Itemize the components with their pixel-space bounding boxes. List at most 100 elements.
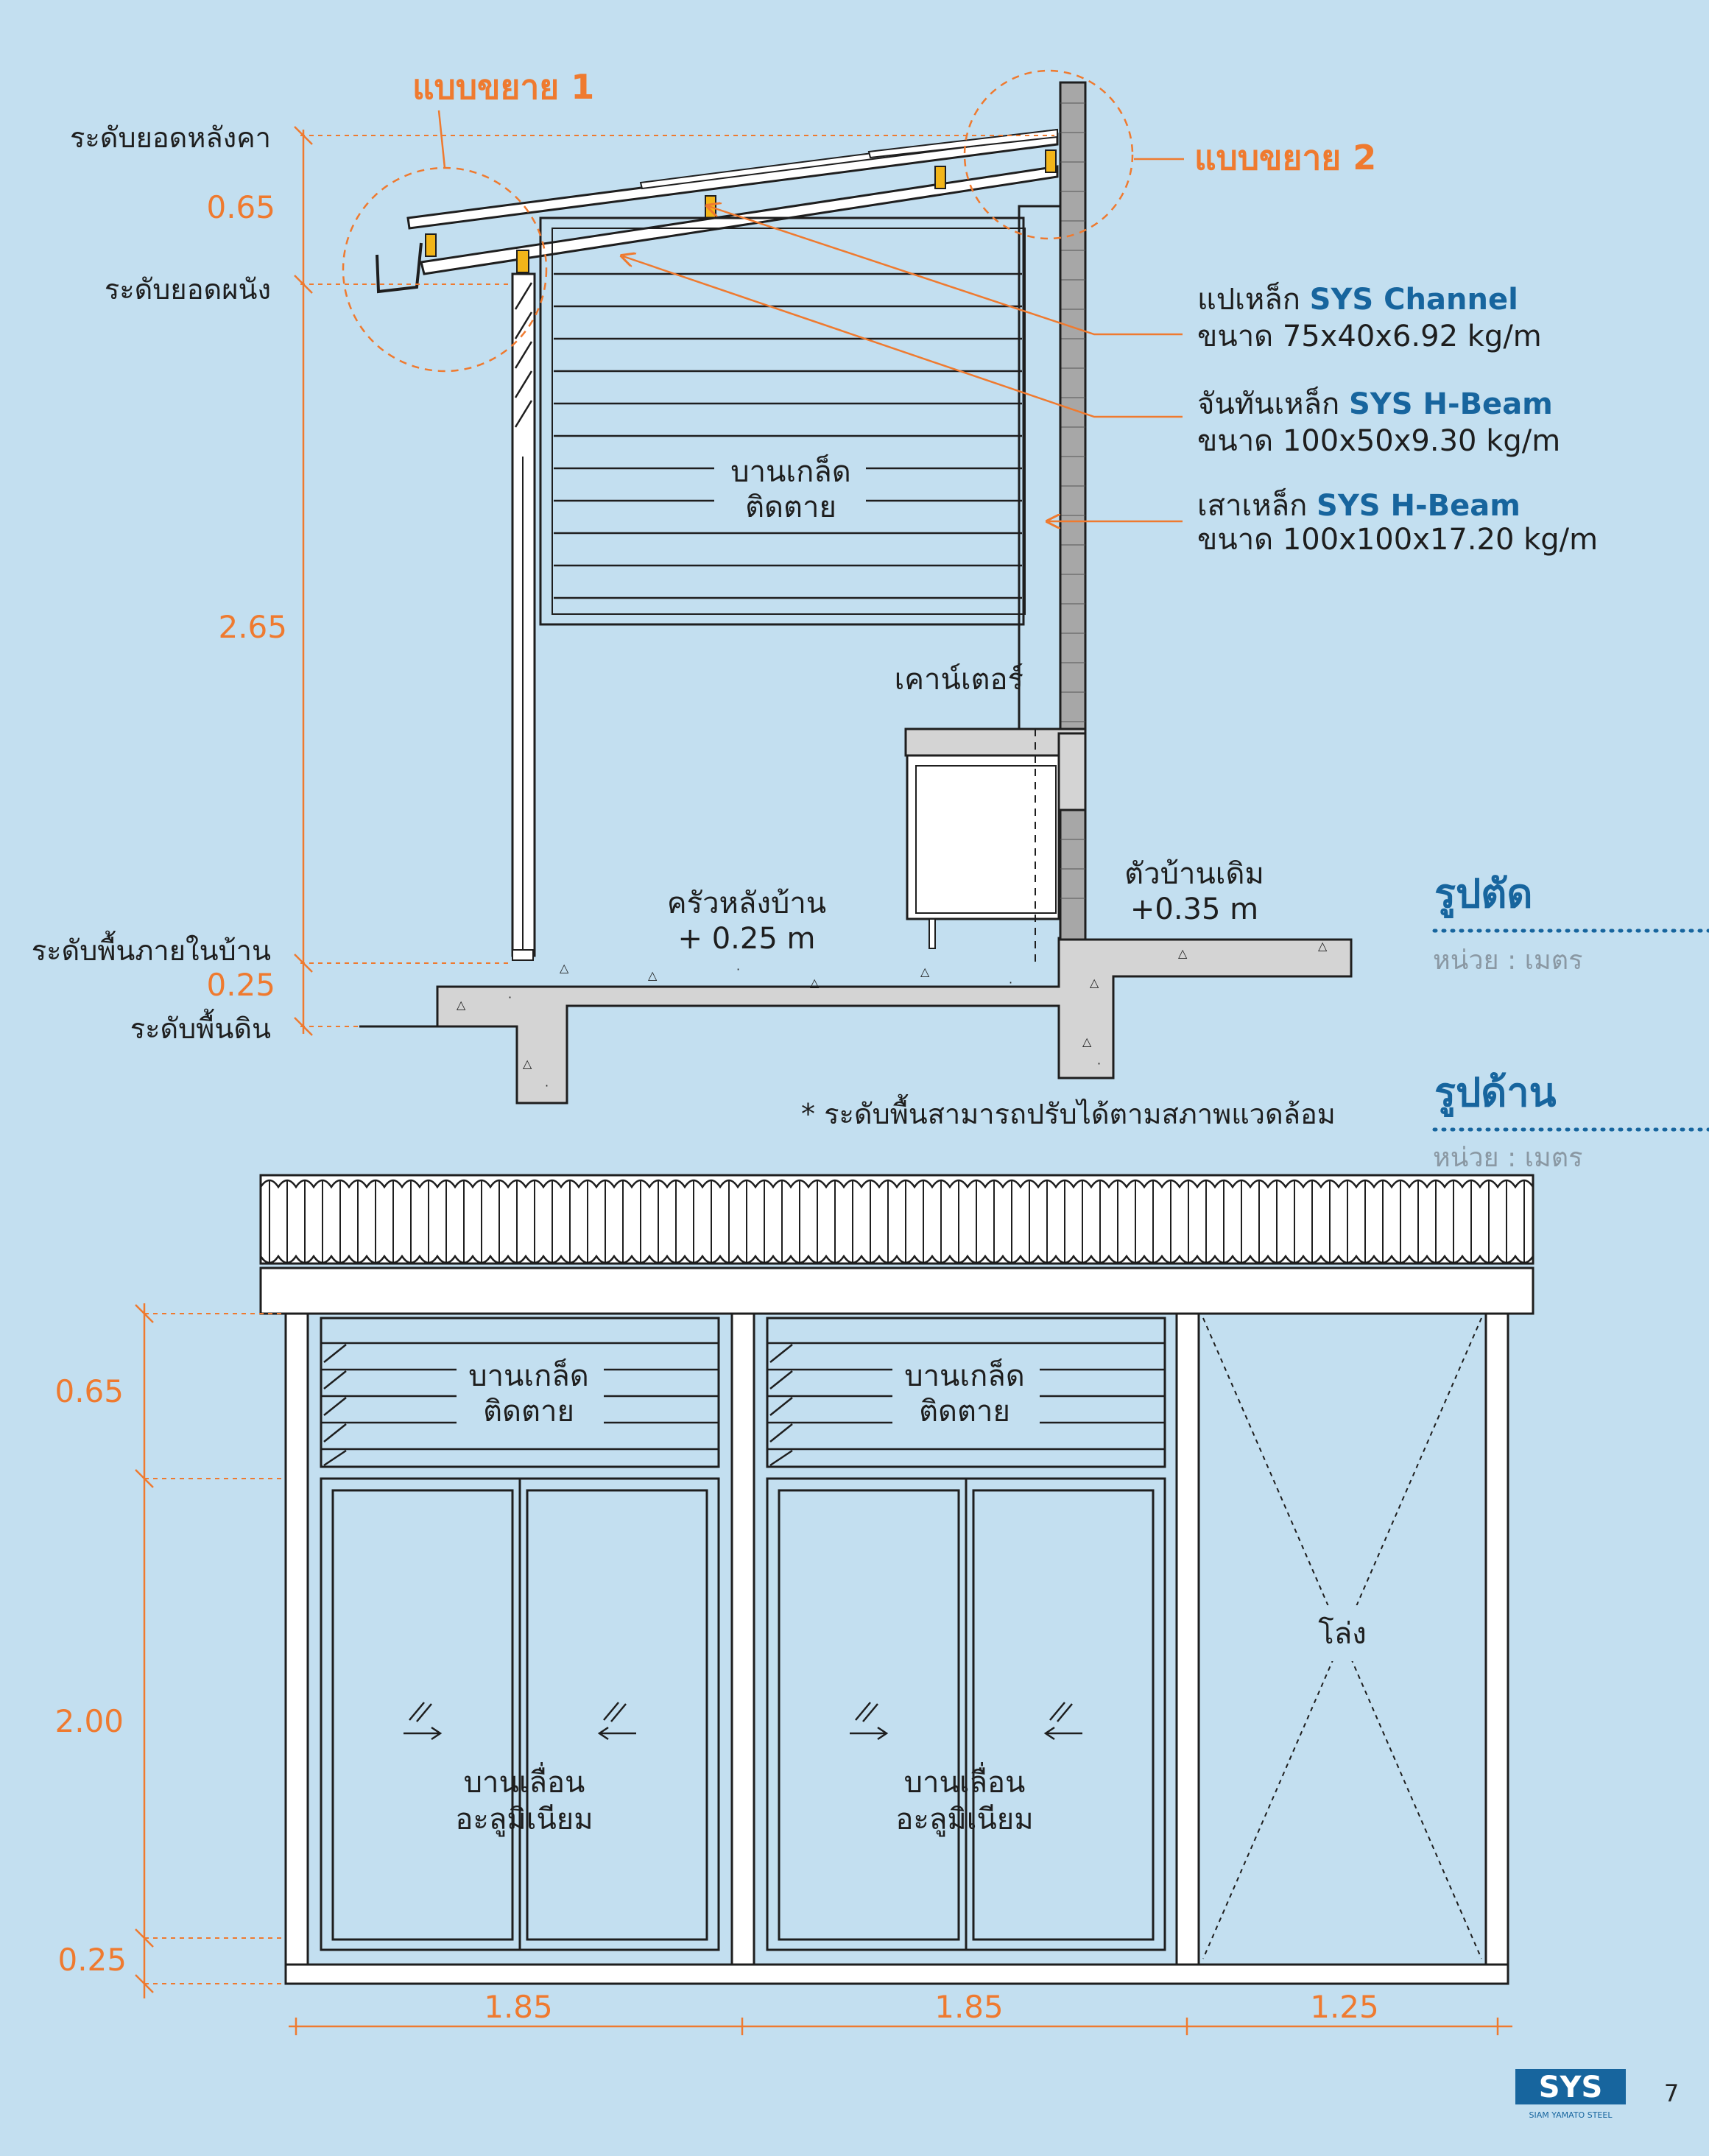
section-view: △·△ △·△ △·△ △△△ ·△· △·△ <box>32 67 1709 1130</box>
louver-window-inner <box>552 228 1026 615</box>
corrugated-roof <box>259 1174 1534 1265</box>
member-brand: SYS H-Beam <box>1349 387 1553 421</box>
svg-text:·: · <box>508 990 512 1004</box>
elevation-title: รูปด้าน <box>1434 1069 1557 1117</box>
elevation-view: รูปด้าน หน่วย : เมตร บานเกล็ด ติดตาย <box>54 1069 1709 2035</box>
svg-text:△: △ <box>810 976 820 990</box>
member-label-rafter: จันทันเหล็ก SYS H-Beam ขนาด 100x50x9.30 … <box>1197 386 1560 458</box>
page-number: 7 <box>1664 2079 1679 2107</box>
concrete-slab <box>436 937 1353 1105</box>
roof-wave-bottom <box>259 1254 1534 1264</box>
section-dim-ticks <box>294 126 313 1036</box>
louver-label-bay-1-line-1: บานเกล็ด <box>468 1358 589 1393</box>
dim-plinth: 0.25 <box>206 967 275 1003</box>
callout-1-leader <box>437 110 446 169</box>
elevation-hdim-ticks <box>295 2018 1499 2035</box>
hdim-bay-1: 1.85 <box>484 1989 553 2025</box>
detail-circle-2 <box>963 69 1134 240</box>
wall-top-level-label: ระดับยอดผนัง <box>105 273 271 306</box>
fascia-board <box>259 1267 1534 1315</box>
elevation-vdim-guides <box>144 1313 286 1984</box>
sliding-panel-bay-1-left <box>331 1489 514 1941</box>
member-label-channel-title: แปเหล็ก SYS Channel <box>1197 281 1518 317</box>
svg-text:·: · <box>1009 976 1012 990</box>
roof-upper-flashing <box>867 128 1058 159</box>
svg-text:·: · <box>545 1079 549 1093</box>
svg-text:·: · <box>1097 1057 1101 1071</box>
post-1 <box>284 1312 309 1966</box>
elevation-vdim-ticks <box>135 1304 154 1993</box>
ground-level-label: ระดับพื้นดิน <box>130 1008 271 1045</box>
sill-block <box>512 949 534 961</box>
vdim-top: 0.65 <box>54 1373 124 1409</box>
sys-logo-text: SYS <box>1539 2071 1603 2104</box>
member-prefix: แปเหล็ก <box>1197 281 1310 317</box>
sliding-label-bay-2-line-1: บานเลื่อน <box>904 1762 1026 1800</box>
counter-door <box>915 765 1057 914</box>
member-label-column-title: เสาเหล็ก SYS H-Beam <box>1197 487 1521 523</box>
callout-1-label: แบบขยาย 1 <box>412 67 594 107</box>
open-bay-label: โล่ง <box>1318 1617 1367 1651</box>
louver-label-mask-bay-2 <box>892 1355 1040 1434</box>
section-title: รูปตัด <box>1434 870 1532 918</box>
counter-label: เคาน์เตอร์ <box>895 663 1023 697</box>
member-brand: SYS Channel <box>1310 283 1518 317</box>
post-4 <box>1484 1312 1509 1966</box>
louver-blades <box>554 272 1022 599</box>
dim-wall: 2.65 <box>218 609 287 645</box>
purlin-3 <box>934 166 946 189</box>
rafter <box>420 165 1059 275</box>
member-size: ขนาด 100x100x17.20 kg/m <box>1197 523 1598 557</box>
vdim-base: 0.25 <box>57 1942 127 1978</box>
purlin-1 <box>425 233 437 257</box>
sliding-panel-bay-2-right <box>972 1489 1155 1941</box>
arrow-left-icon <box>1043 1726 1082 1741</box>
sliding-arrows-bay-1 <box>404 1702 636 1741</box>
hdim-bay-3: 1.25 <box>1310 1989 1379 2025</box>
louver-label-mask-bay-1 <box>457 1355 604 1434</box>
member-size: ขนาด 75x40x6.92 kg/m <box>1197 320 1542 353</box>
svg-text:△: △ <box>648 968 658 982</box>
louver-label-mask <box>714 451 866 529</box>
glass-icon <box>603 1702 627 1722</box>
open-bay-diagonal-2 <box>1202 1317 1482 1959</box>
louver-window-bay-2 <box>766 1317 1166 1468</box>
sliding-label-bay-2-line-2: อะลูมิเนียม <box>895 1803 1033 1836</box>
open-bay-diagonal-1 <box>1202 1317 1482 1959</box>
sliding-panel-bay-2-left <box>778 1489 960 1941</box>
arrow-right-icon <box>850 1726 889 1741</box>
svg-text:△: △ <box>560 961 569 975</box>
house-label-2: +0.35 m <box>1130 892 1258 926</box>
glass-icon <box>409 1702 432 1722</box>
rafter-leader <box>623 256 1183 418</box>
floor-level-label: ระดับพื้นภายในบ้าน <box>32 930 271 967</box>
glass-icon <box>855 1702 878 1722</box>
purlin-4 <box>1045 149 1057 173</box>
kitchen-label-2: + 0.25 m <box>678 922 816 956</box>
house-label-1: ตัวบ้านเดิม <box>1124 857 1264 891</box>
dim-roof: 0.65 <box>206 189 275 225</box>
louver-label-bay-2-line-1: บานเกล็ด <box>904 1358 1025 1393</box>
front-louvers <box>514 282 533 428</box>
sys-logo: SYS SIAM YAMATO STEEL <box>1515 2069 1626 2120</box>
sliding-panel-bay-1-right <box>526 1489 708 1941</box>
louver-window-section <box>539 216 1025 626</box>
counter-body <box>906 754 1060 920</box>
gutter <box>376 242 423 294</box>
svg-text:△: △ <box>1178 946 1188 960</box>
louver-section-label-2: ติดตาย <box>745 490 836 524</box>
svg-text:△: △ <box>1318 939 1328 953</box>
member-label-channel: แปเหล็ก SYS Channel ขนาด 75x40x6.92 kg/m <box>1197 281 1542 353</box>
sliding-arrows-bay-2 <box>850 1702 1082 1741</box>
base-beam <box>284 1963 1509 1985</box>
louver-label-bay-1-line-2: ติดตาย <box>483 1395 574 1428</box>
channel-leader <box>708 206 1183 336</box>
sliding-label-bay-1-line-2: อะลูมิเนียม <box>455 1803 593 1836</box>
vdim-mid: 2.00 <box>54 1703 124 1739</box>
open-label-mask <box>1305 1605 1378 1661</box>
member-size: ขนาด 100x50x9.30 kg/m <box>1197 424 1560 458</box>
svg-text:△: △ <box>920 965 930 979</box>
elevation-unit: หน่วย : เมตร <box>1433 1143 1582 1173</box>
svg-text:△: △ <box>523 1057 532 1071</box>
